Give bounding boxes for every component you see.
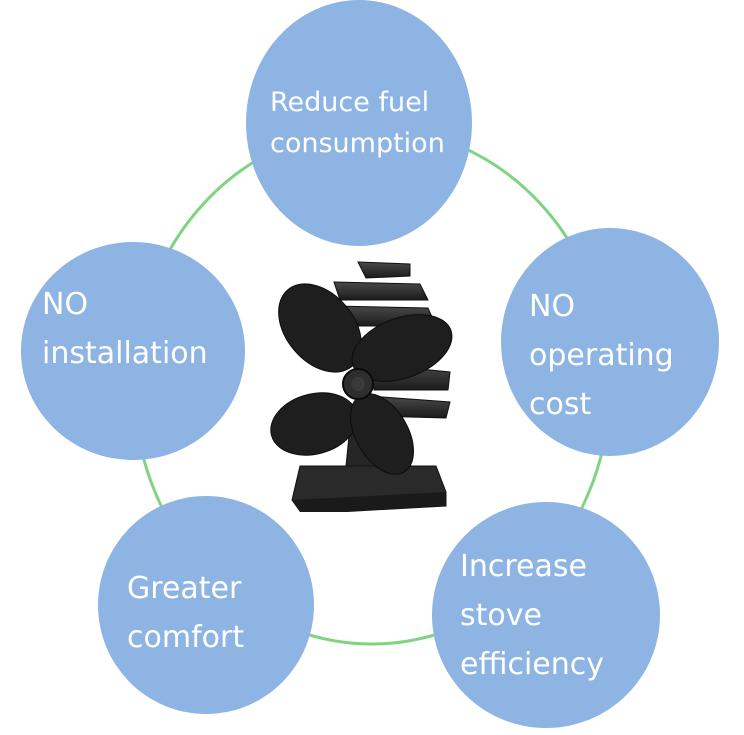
benefit-label: Reduce fuel consumption <box>270 82 445 164</box>
benefit-label: Increase stove efficiency <box>460 542 604 689</box>
benefit-label-line: efficiency <box>460 647 605 682</box>
benefit-label-line: Greater <box>127 571 242 606</box>
benefit-no-installation: NO installation <box>21 242 245 460</box>
benefit-greater-comfort: Greater comfort <box>98 496 314 714</box>
benefit-label-line: stove <box>460 598 542 633</box>
benefit-label-line: NO <box>529 289 576 324</box>
benefit-label-line: NO <box>42 287 89 322</box>
benefit-label-line: installation <box>42 336 208 371</box>
benefit-label-line: Increase <box>460 549 587 584</box>
benefit-reduce-fuel-consumption: Reduce fuel consumption <box>246 0 472 246</box>
fan-blades <box>270 283 453 475</box>
benefit-label: NO operating cost <box>529 282 674 429</box>
benefit-label-line: Reduce fuel <box>270 87 430 118</box>
benefit-label: Greater comfort <box>127 564 244 662</box>
benefit-label-line: cost <box>529 387 592 422</box>
benefit-no-operating-cost: NO operating cost <box>501 228 719 456</box>
stove-fan-image <box>270 261 453 512</box>
benefit-label-line: operating <box>529 338 674 373</box>
benefit-label-line: comfort <box>127 620 245 655</box>
benefit-label-line: consumption <box>270 128 445 159</box>
benefit-increase-stove-efficiency: Increase stove efficiency <box>432 502 660 728</box>
benefit-label: NO installation <box>42 280 208 378</box>
